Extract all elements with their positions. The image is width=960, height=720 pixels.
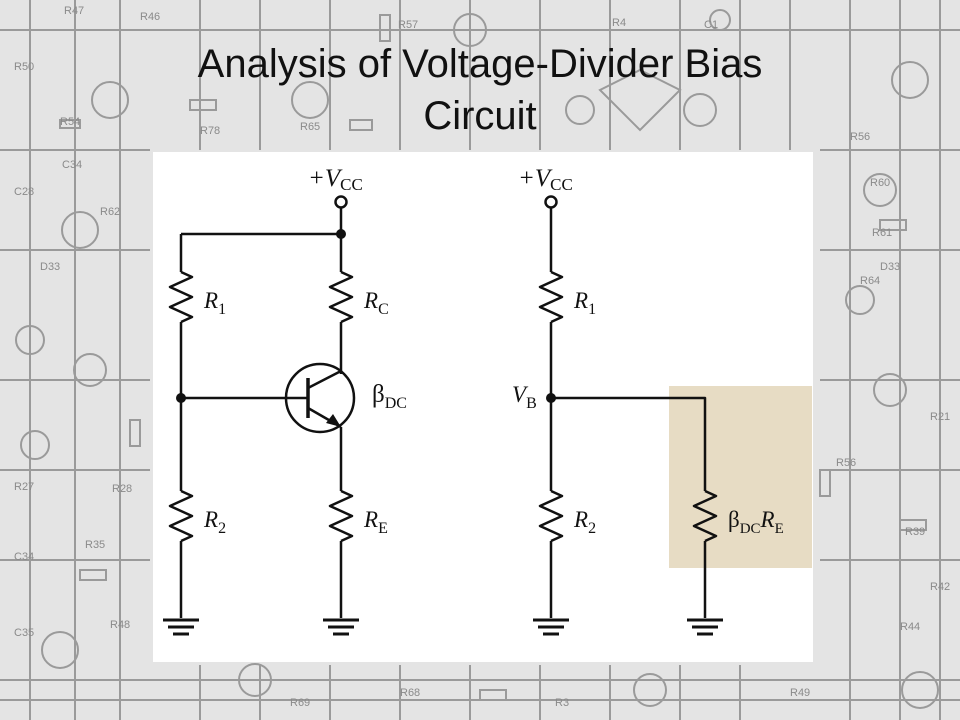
svg-text:R35: R35 (85, 539, 105, 551)
svg-text:D33: D33 (880, 261, 900, 273)
svg-text:R61: R61 (872, 227, 892, 239)
svg-text:R56: R56 (850, 131, 870, 143)
title-line-1: Analysis of Voltage-Divider Bias (197, 42, 763, 86)
svg-text:R42: R42 (930, 581, 950, 593)
resistor-r1-right (538, 270, 564, 324)
ground-symbol-r2-left (163, 618, 199, 636)
junction-dot-top (336, 229, 346, 239)
svg-text:C34: C34 (14, 551, 34, 563)
svg-text:C1: C1 (704, 19, 718, 31)
svg-text:C35: C35 (14, 627, 34, 639)
r2-label-left: R2 (203, 507, 226, 537)
svg-text:R54: R54 (60, 116, 80, 128)
svg-text:R69: R69 (290, 697, 310, 709)
transistor-collector-lead (307, 369, 342, 390)
vcc-terminal-left (334, 195, 348, 209)
svg-text:R47: R47 (64, 5, 84, 17)
resistor-equivalent-load (692, 489, 718, 543)
transistor-body (284, 362, 356, 434)
svg-text:R56: R56 (836, 457, 856, 469)
resistor-rc (328, 270, 354, 324)
svg-text:R60: R60 (870, 177, 890, 189)
rc-label: RC (363, 288, 389, 318)
svg-text:R4: R4 (612, 17, 626, 29)
r1-label-right: R1 (573, 288, 596, 318)
wire-vb-to-load (551, 396, 707, 491)
svg-text:R39: R39 (905, 526, 925, 538)
svg-text:R78: R78 (200, 125, 220, 137)
svg-text:R44: R44 (900, 621, 920, 633)
svg-text:R3: R3 (555, 697, 569, 709)
beta-dc-label: βDC (372, 381, 407, 412)
junction-dot-vb (546, 393, 556, 403)
resistor-r2-right (538, 489, 564, 543)
vb-label: VB (512, 382, 537, 412)
svg-text:R57: R57 (398, 19, 418, 31)
resistor-r1-left (168, 270, 194, 324)
svg-text:R28: R28 (112, 483, 132, 495)
svg-text:R62: R62 (100, 206, 120, 218)
re-label: RE (363, 507, 388, 537)
r2-label-right: R2 (573, 507, 596, 537)
svg-text:C28: C28 (14, 186, 34, 198)
title-line-2: Circuit (423, 94, 537, 138)
beta-dc-re-label: βDCRE (728, 507, 784, 537)
svg-text:R65: R65 (300, 121, 320, 133)
ground-symbol-re (323, 618, 359, 636)
ground-symbol-r2-right (533, 618, 569, 636)
slide-title: Analysis of Voltage-Divider Bias Circuit (80, 38, 880, 142)
svg-text:R27: R27 (14, 481, 34, 493)
emitter-arrow-icon (326, 414, 341, 427)
vcc-label-left: +VCC (308, 165, 363, 194)
junction-dot-base (176, 393, 186, 403)
r1-label-left: R1 (203, 288, 226, 318)
svg-text:R49: R49 (790, 687, 810, 699)
vcc-terminal-right (544, 195, 558, 209)
svg-text:R64: R64 (860, 275, 880, 287)
svg-text:R68: R68 (400, 687, 420, 699)
svg-text:R50: R50 (14, 61, 34, 73)
equivalent-resistance-highlight (669, 386, 812, 568)
svg-text:D33: D33 (40, 261, 60, 273)
vcc-label-right: +VCC (518, 165, 573, 194)
resistor-re (328, 489, 354, 543)
svg-text:R21: R21 (930, 411, 950, 423)
ground-symbol-load (687, 618, 723, 636)
svg-text:R48: R48 (110, 619, 130, 631)
svg-text:C34: C34 (62, 159, 82, 171)
resistor-r2-left (168, 489, 194, 543)
svg-text:R46: R46 (140, 11, 160, 23)
